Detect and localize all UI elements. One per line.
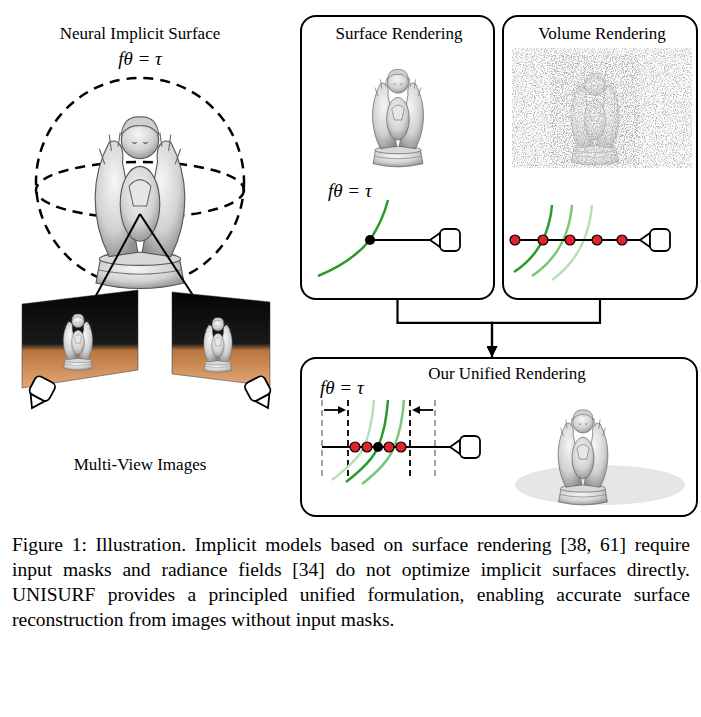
volume-ray xyxy=(538,235,548,245)
flow-connector xyxy=(492,300,600,357)
noisy-render xyxy=(550,55,640,165)
panel-box: Surface Rendering fθ = τ xyxy=(300,15,495,300)
reconstructed-surface xyxy=(558,410,608,505)
input-image xyxy=(172,292,270,386)
surface-ray xyxy=(370,239,430,241)
flow-connector xyxy=(398,300,493,357)
unified-ray xyxy=(324,409,340,411)
unified-ray xyxy=(321,400,323,478)
camera-icon xyxy=(28,375,57,403)
unified-ray xyxy=(396,442,406,452)
volume-ray xyxy=(565,235,575,245)
unified-ray xyxy=(338,406,346,414)
figure-caption: Figure 1: Illustration. Implicit models … xyxy=(12,532,690,632)
reconstructed-surface xyxy=(515,410,685,505)
unified-ray xyxy=(450,440,460,454)
noisy-render xyxy=(512,48,692,168)
volume-ray xyxy=(510,205,670,280)
input-image xyxy=(22,290,138,388)
panel-heading: Multi-View Images xyxy=(74,455,207,475)
unified-ray xyxy=(322,400,480,484)
noisy-render xyxy=(512,48,692,168)
surface-ray xyxy=(318,200,460,276)
unified-ray xyxy=(412,406,420,414)
volume-ray xyxy=(650,229,670,251)
unified-ray xyxy=(409,400,411,478)
volume-ray xyxy=(510,235,520,245)
camera-icon xyxy=(22,375,56,414)
unified-ray xyxy=(362,442,372,452)
math-label: fθ = τ xyxy=(118,48,162,70)
panel-heading: Neural Implicit Surface xyxy=(60,24,221,44)
camera-icon xyxy=(243,375,272,403)
unified-ray xyxy=(418,409,433,411)
surface-ray xyxy=(318,200,388,276)
input-image xyxy=(204,318,233,373)
camera-icon xyxy=(243,375,277,414)
math-label: fθ = τ xyxy=(320,377,364,399)
math-label: fθ = τ xyxy=(328,180,372,202)
volume-ray xyxy=(592,235,602,245)
input-image xyxy=(172,292,270,386)
panel-box: Volume Rendering xyxy=(502,15,698,300)
surface-ray xyxy=(440,229,460,251)
surface-ray xyxy=(365,235,375,245)
unified-ray xyxy=(350,442,360,452)
unified-ray xyxy=(362,400,404,484)
unified-ray xyxy=(332,400,374,480)
unified-ray xyxy=(460,436,480,458)
unified-ray xyxy=(434,400,436,478)
statue-figure xyxy=(373,69,424,167)
unified-ray xyxy=(373,442,383,452)
volume-ray xyxy=(640,233,650,247)
volume-ray xyxy=(617,235,627,245)
unified-ray xyxy=(346,400,388,482)
box-title: Our Unified Rendering xyxy=(428,364,586,384)
panel-box: Our Unified Rendering fθ = τ xyxy=(300,357,698,517)
box-title: Surface Rendering xyxy=(336,24,463,44)
box-title: Volume Rendering xyxy=(538,24,666,44)
input-image xyxy=(63,314,92,370)
input-image xyxy=(22,290,138,388)
volume-ray xyxy=(552,205,592,280)
unified-ray xyxy=(384,442,394,452)
surface-ray xyxy=(430,233,440,247)
